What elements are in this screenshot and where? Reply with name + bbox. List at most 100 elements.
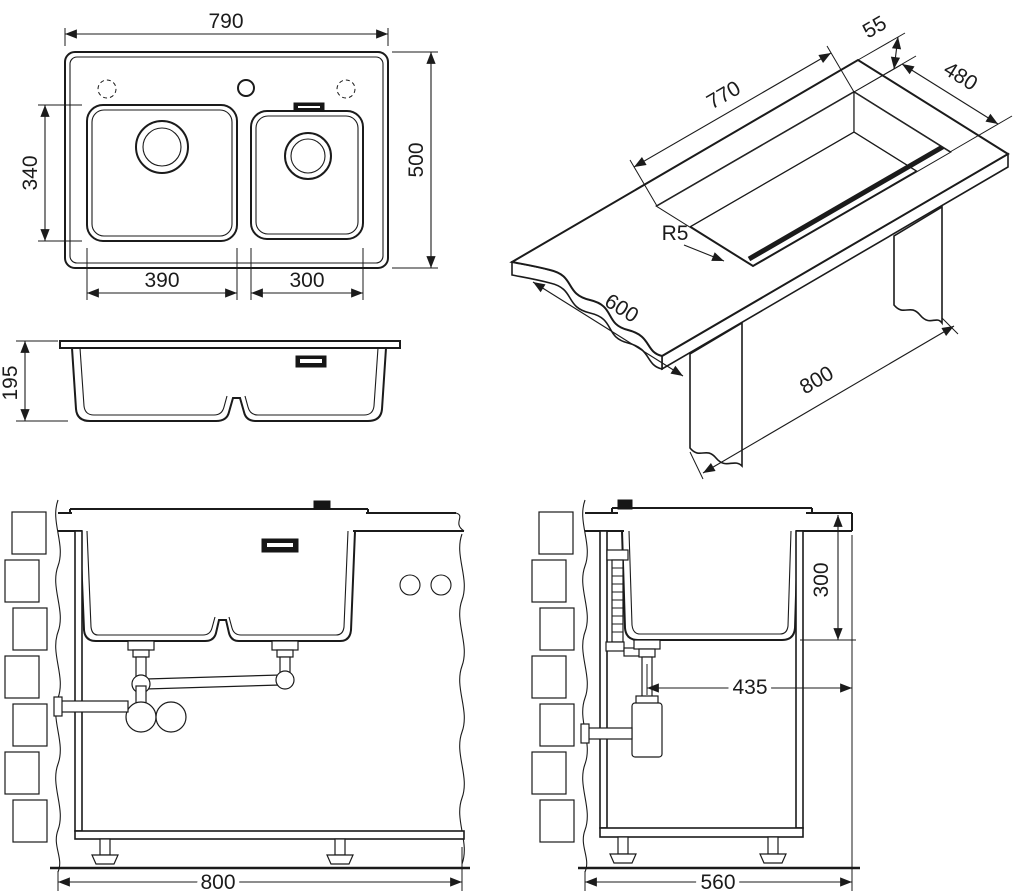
brick [11,511,47,555]
bowl-inner [628,530,792,635]
dim-label-r5: R5 [662,222,689,245]
overflow-slot-opening [298,106,320,108]
right-bowl-inner [255,115,359,235]
sink-rim-profile [59,340,401,349]
bowl-profile-inner-right [244,347,379,416]
cabinet-side [74,530,83,832]
dim-line-770 [633,52,832,168]
ext-line [16,340,68,422]
section-side-view: 300 435 560 [531,499,860,894]
top-view: 790 500 340 390 300 [19,10,438,300]
strainer-right [271,640,299,651]
waste-arm [145,674,281,690]
ext-line [853,55,1013,153]
cabinet-bottom [74,830,465,840]
waste-outlet-pipe [584,727,633,740]
bowl-inner-right [228,530,349,636]
vent-hole [430,574,452,596]
dim-line-800-iso [702,325,955,474]
brick [539,703,575,747]
dim-label-300: 300 [289,269,324,292]
bottle-trap [631,702,663,758]
cutout-bottom-shadow [747,142,948,262]
worktop-section [585,512,853,532]
optional-tap-hole-left [97,79,117,99]
dim-line-480 [901,63,999,125]
dim-label-340: 340 [19,155,42,190]
brick [531,655,567,699]
tap-hole [237,79,255,97]
worktop-break [455,512,465,532]
dim-label-790: 790 [208,10,243,33]
dim-label-195: 195 [0,365,22,400]
leg [617,836,629,855]
cabinet-bottom [599,827,804,838]
leg-foot [609,853,637,864]
right-drain-inner [290,138,326,174]
dim-label-500: 500 [405,142,428,177]
brick [4,751,40,795]
dim-label-560: 560 [700,871,735,894]
sink-inner-rim [69,56,384,264]
cabinet-panel-right [893,205,943,326]
tap-fitting [313,500,331,510]
leg-foot [759,853,787,864]
left-bowl [86,104,238,242]
leg-foot [326,854,354,865]
wall-flange [580,723,590,744]
overflow-cap [617,499,633,510]
brick [12,607,48,651]
vent-hole [399,574,421,596]
dim-label-800-iso: 800 [796,362,838,399]
optional-tap-hole-right [336,79,356,99]
bowl-inner-left [86,530,216,636]
dim-label-300-side: 300 [810,562,833,597]
sink-flange [611,507,813,513]
bowl-profile [71,347,387,422]
right-drain [284,132,332,180]
brick [539,799,575,843]
strainer-nut-left [132,649,150,658]
sink-bowl-section [621,530,799,641]
leader-r5 [683,244,725,262]
overflow-nut [605,641,625,652]
leg-foot [91,854,119,865]
leg [334,838,346,856]
strainer-nut [638,648,656,658]
plumbing-side [580,549,663,758]
overflow-section-slot [267,543,293,547]
bowl-profile-inner-left [79,347,228,416]
dim-label-800: 800 [200,871,235,894]
dim-label-435: 435 [732,676,767,699]
hose-ribs [612,567,623,633]
brick-wall [4,499,61,873]
waste-outlet-pipe [57,700,129,713]
cabinet-break-line [459,533,465,865]
overflow-elbow [606,549,629,561]
iso-view: 770 55 480 600 R5 800 [509,12,1013,480]
cabinet-side-back [599,530,608,829]
section-front-view: 800 [4,499,470,894]
sink-flange [69,508,369,513]
left-bowl-inner [91,109,233,237]
trap-loop [155,701,187,733]
dim-label-390: 390 [144,269,179,292]
brick [4,559,40,603]
trap-inlet [135,685,147,705]
wall-break-line [582,499,588,873]
plumbing-front [53,640,299,733]
dim-label-770: 770 [703,77,745,114]
brick [12,703,48,747]
strainer [633,639,661,650]
brick [538,511,574,555]
brick [539,607,575,651]
left-drain [135,120,189,174]
brick [531,751,567,795]
strainer-left [127,640,155,651]
cabinet-side-front [795,530,804,829]
dim-line-55 [890,36,902,70]
leg [99,838,111,856]
left-drain-inner [142,127,182,167]
